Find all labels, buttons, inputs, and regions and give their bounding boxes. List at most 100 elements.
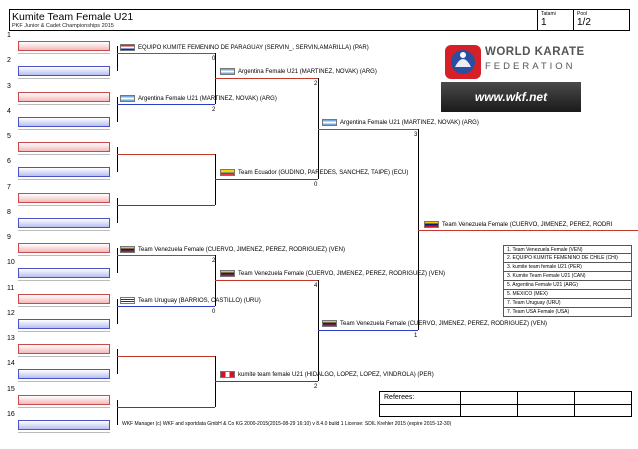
referees-table: Referees: [379,391,632,417]
seed-number: 8 [7,209,11,216]
round2-line [215,280,318,281]
seed-number: 1 [7,32,11,39]
seed-slot[interactable] [18,193,110,203]
argentina-flag-icon [120,95,135,102]
seed-underline [18,331,110,332]
bracket-entry[interactable]: Argentina Female U21 (MARTINEZ, NOVAK) (… [120,95,277,102]
logo-line1: WORLD KARATE [485,46,585,58]
bracket-entry[interactable]: Team Venezuela Female (CUERVO, JIMENEZ, … [322,320,547,327]
seed-slot[interactable] [18,66,110,76]
referees-divider [517,392,518,416]
championship-subtitle: PKF Junior & Cadet Championships 2015 [12,23,114,29]
match-score: 0 [212,56,216,62]
round1-line [117,407,215,408]
round1-line [117,104,215,105]
seed-slot[interactable] [18,167,110,177]
ecuador-flag-icon [220,169,235,176]
seed-underline [18,53,110,54]
page-title: Kumite Team Female U21 [12,11,134,23]
seed-number: 2 [7,57,11,64]
round2-line [215,381,318,382]
seed-underline [18,280,110,281]
seed-underline [18,255,110,256]
bracket-entry[interactable]: EQUIPO KUMITE FEMENINO DE PARAGUAY (SERV… [120,44,369,51]
ranking-row: 1. Team Venezuela Female (VEN) [503,245,632,254]
tatami-value: 1 [541,17,547,28]
seed-slot[interactable] [18,268,110,278]
logo-top: WORLD KARATE FEDERATION [441,42,584,82]
referees-divider [574,392,575,416]
match-score: 3 [414,132,418,138]
ranking-row: 3. kumite team female U21 (PER) [503,263,632,272]
bracket-entry[interactable]: Team Venezuela Female (CUERVO, JIMENEZ, … [120,246,345,253]
seed-slot[interactable] [18,92,110,102]
bracket-connector [117,400,118,425]
seed-slot[interactable] [18,243,110,253]
seed-underline [18,432,110,433]
team-name: Team Venezuela Female (CUERVO, JIMENEZ, … [138,246,345,253]
bracket-entry[interactable]: kumite team female U21 (HIDALGO, LOPEZ, … [220,371,434,378]
match-score: 0 [212,309,216,315]
tatami-label: Tatami [541,11,556,17]
bracket-header [9,9,630,31]
ranking-row: 3. Kumite Team Female U21 (CAN) [503,272,632,281]
seed-number: 7 [7,184,11,191]
bracket-entry[interactable]: Argentina Female U21 (MARTINEZ, NOVAK) (… [220,68,377,75]
team-name: Team Ecuador (GUDINO, PAREDES, SANCHEZ, … [238,169,409,176]
team-name: Argentina Female U21 (MARTINEZ, NOVAK) (… [340,119,479,126]
seed-number: 5 [7,133,11,140]
seed-underline [18,129,110,130]
seed-slot[interactable] [18,294,110,304]
seed-slot[interactable] [18,218,110,228]
seed-slot[interactable] [18,142,110,152]
peru-flag-icon [220,371,235,378]
seed-slot[interactable] [18,420,110,430]
seed-number: 9 [7,234,11,241]
match-score: 1 [414,333,418,339]
logo-line2: FEDERATION [485,61,576,72]
referees-divider [380,404,631,405]
venezuela-flag-icon [220,270,235,277]
team-name: EQUIPO KUMITE FEMENINO DE PARAGUAY (SERV… [138,44,369,51]
tatami-box: Tatami 1 [537,10,569,30]
seed-number: 15 [7,386,15,393]
seed-number: 13 [7,335,15,342]
paraguay-flag-icon [120,44,135,51]
team-name: kumite team female U21 (HIDALGO, LOPEZ, … [238,371,434,378]
team-name: Team Uruguay (BARRIOS, CASTILLO) (URU) [138,297,261,304]
seed-number: 4 [7,108,11,115]
seed-slot[interactable] [18,369,110,379]
seed-slot[interactable] [18,395,110,405]
ranking-row: 5. Argentina Female U21 (ARG) [503,281,632,290]
bracket-connector [117,248,118,273]
venezuela-flag-icon [120,246,135,253]
bracket-entry[interactable]: Team Uruguay (BARRIOS, CASTILLO) (URU) [120,297,261,304]
match-score: 2 [314,81,318,87]
bracket-entry[interactable]: Team Ecuador (GUDINO, PAREDES, SANCHEZ, … [220,169,408,176]
match-score: 2 [212,107,216,113]
ranking-row: 2. EQUIPO KUMITE FEMENINO DE CHILE (CHI) [503,254,632,263]
round2-line [215,179,318,180]
seed-underline [18,230,110,231]
bracket-entry[interactable]: Team Venezuela Female (CUERVO, JIMENEZ, … [220,270,445,277]
pool-value: 1/2 [577,17,591,28]
bracket-entry[interactable]: Argentina Female U21 (MARTINEZ, NOVAK) (… [322,119,479,126]
seed-slot[interactable] [18,319,110,329]
seed-number: 3 [7,83,11,90]
seed-slot[interactable] [18,117,110,127]
argentina-flag-icon [220,68,235,75]
bracket-entry-winner[interactable]: Team Venezuela Female (CUERVO, JIMENEZ, … [424,221,612,228]
seed-underline [18,179,110,180]
venezuela-flag-icon [322,320,337,327]
round1-line [117,205,215,206]
seed-slot[interactable] [18,41,110,51]
bracket-connector [117,198,118,223]
seed-slot[interactable] [18,344,110,354]
match-score: 2 [212,258,216,264]
wkf-logo: WORLD KARATE FEDERATION www.wkf.net [441,42,584,112]
ranking-row: 7. Team USA Female (USA) [503,308,632,317]
bracket-connector [117,97,118,122]
seed-underline [18,306,110,307]
seed-number: 14 [7,360,15,367]
team-name: Argentina Female U21 (MARTINEZ, NOVAK) (… [138,95,277,102]
